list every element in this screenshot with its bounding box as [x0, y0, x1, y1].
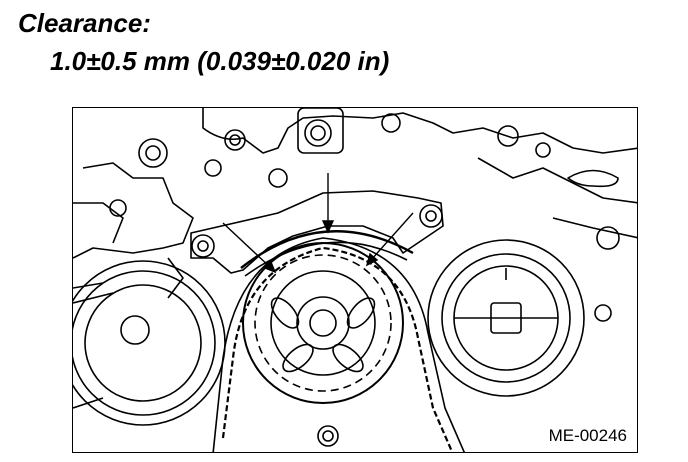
bolt-bottom — [317, 425, 339, 447]
timing-belt — [221, 246, 454, 452]
clearance-value: 1.0±0.5 mm (0.039±0.020 in) — [50, 46, 390, 76]
bracket-bolt-right — [419, 204, 443, 228]
sprocket-hub — [296, 296, 350, 350]
bracket-bolt-left — [191, 234, 215, 258]
camshaft-sprocket — [242, 242, 404, 404]
bolt-lower-right — [594, 304, 612, 322]
bolt-upper — [224, 129, 246, 151]
bolt-upper-2 — [204, 159, 222, 177]
bolt-top-left — [138, 138, 168, 168]
right-idler-pulley — [427, 239, 585, 397]
bolt-upper-right — [381, 113, 401, 133]
figure-id-label: ME-00246 — [548, 426, 627, 445]
bolt-left-mid — [109, 199, 127, 217]
top-boss — [297, 108, 344, 154]
housing-outline-left — [73, 162, 194, 259]
bolt-right-2 — [535, 142, 551, 158]
timing-belt-illustration: ME-00246 — [72, 107, 638, 453]
engine-line-drawing — [73, 108, 637, 452]
bolt-far-right — [596, 226, 620, 250]
housing-outline-top — [202, 108, 637, 154]
bolt-upper-3 — [268, 168, 288, 188]
bolt-right — [497, 125, 519, 147]
clearance-title: Clearance: — [18, 8, 151, 38]
pointer-line-left — [222, 222, 272, 269]
cover-inner-arc — [240, 230, 414, 269]
belt-cover-bracket — [190, 190, 444, 274]
pointer-line-right — [370, 212, 414, 261]
bolt-top-center — [304, 119, 332, 147]
